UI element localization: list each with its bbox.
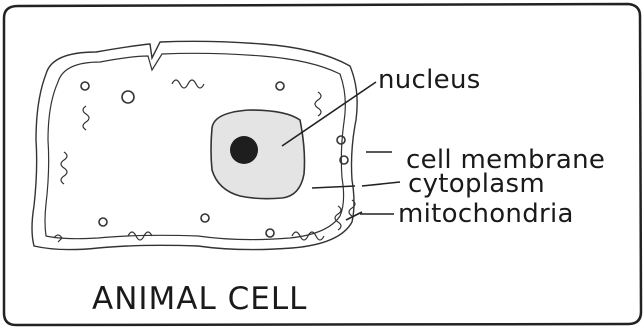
diagram-title: ANIMAL CELL	[92, 282, 307, 316]
label-cytoplasm: cytoplasm	[408, 170, 545, 198]
label-nucleus: nucleus	[378, 66, 481, 94]
nucleus	[211, 110, 305, 199]
cell-membrane-outer	[32, 41, 357, 249]
nucleolus	[230, 136, 258, 164]
label-mitochondria: mitochondria	[398, 200, 574, 228]
